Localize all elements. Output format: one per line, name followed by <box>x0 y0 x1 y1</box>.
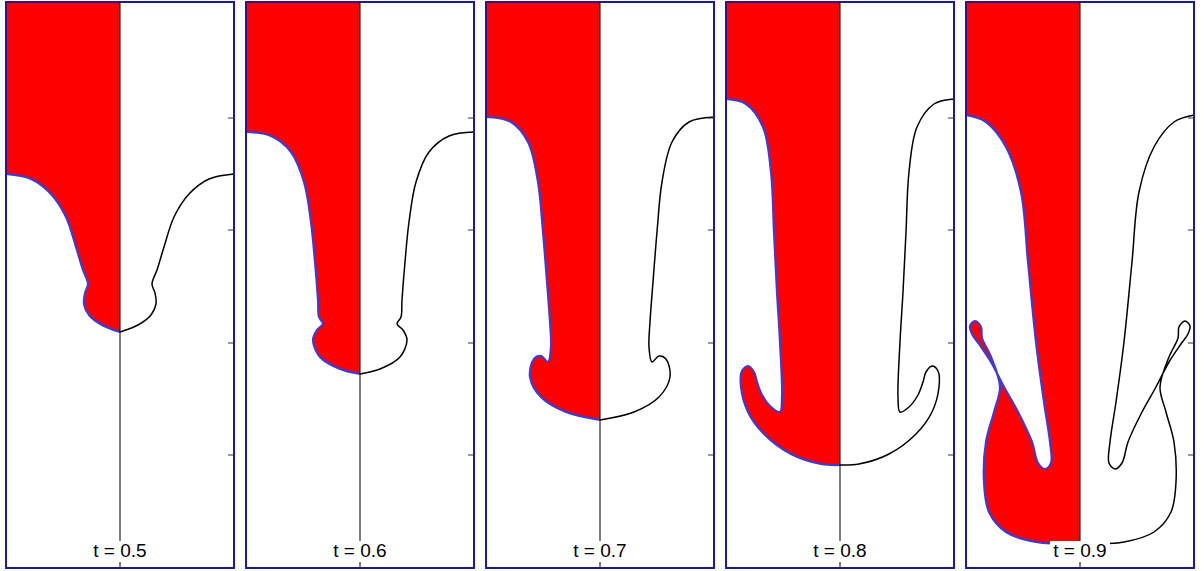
interface-line <box>966 115 1080 544</box>
time-label: t = 0.9 <box>1050 541 1109 562</box>
interface-line <box>1080 115 1194 544</box>
symmetry-axis <box>1080 2 1081 568</box>
interface-line <box>246 132 360 374</box>
symmetry-axis <box>120 2 121 568</box>
interface-line <box>486 117 600 420</box>
heavy-fluid <box>726 2 840 465</box>
symmetry-axis <box>840 2 841 568</box>
heavy-fluid <box>966 2 1080 544</box>
heavy-fluid <box>6 2 120 332</box>
panel-frame <box>486 2 714 568</box>
symmetry-axis <box>600 2 601 568</box>
time-label: t = 0.6 <box>330 541 389 562</box>
simulation-panel <box>246 2 474 568</box>
panel-frame <box>966 2 1194 568</box>
panel-frame <box>246 2 474 568</box>
simulation-panel <box>6 2 234 568</box>
interface-line <box>6 174 120 332</box>
time-label: t = 0.8 <box>810 541 869 562</box>
interface-line <box>360 132 474 374</box>
symmetry-axis <box>360 2 361 568</box>
heavy-fluid <box>486 2 600 420</box>
simulation-panel <box>486 2 714 568</box>
simulation-panel <box>726 2 954 568</box>
time-label: t = 0.5 <box>90 541 149 562</box>
interface-line <box>600 117 714 420</box>
interface-line <box>840 99 954 465</box>
panel-frame <box>6 2 234 568</box>
time-label: t = 0.7 <box>570 541 629 562</box>
interface-line <box>726 99 840 465</box>
interface-line <box>120 174 234 332</box>
panel-frame <box>726 2 954 568</box>
simulation-panel <box>966 2 1194 568</box>
heavy-fluid <box>246 2 360 374</box>
